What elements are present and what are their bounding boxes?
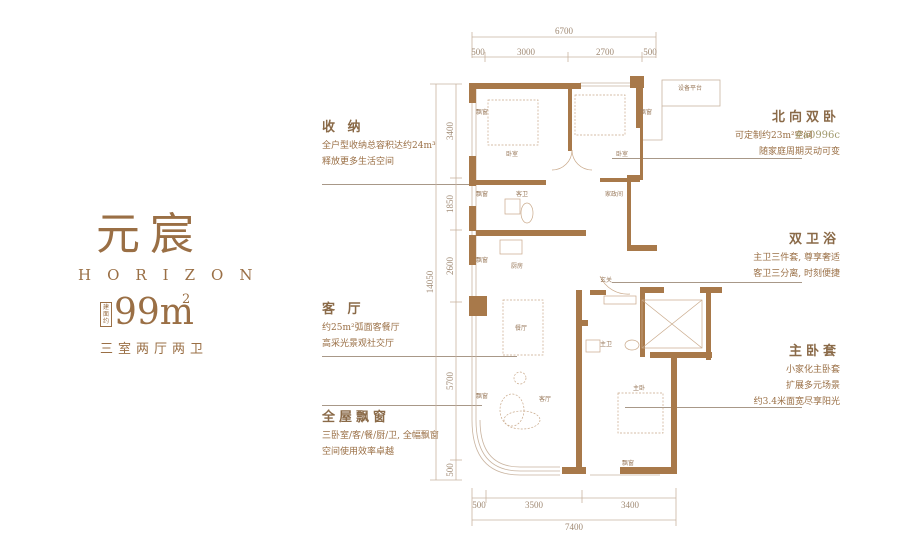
feature-storage-title: 收 纳 [322,120,365,135]
feature-master-line3: 约3.4米面宽尽享阳光 [753,397,840,407]
dim-top-total: 6700 [555,26,574,36]
room-labels: 卧室 卧室 飘窗 飘窗 飘窗 飘窗 飘窗 飘窗 客卫 家政间 厨房 餐厅 客厅 … [476,84,702,467]
dim-bottom-3: 3400 [621,500,640,510]
feature-north-bedrooms: 北向双卧 可定制约23m²空间#a0996c 随家庭周期灵动可变 [700,110,840,160]
leader-line-master [625,407,802,408]
dimension-lines [430,32,677,526]
room-living: 客厅 [539,395,551,403]
feature-master: 主卧套 小家化主卧套 扩展多元场景 约3.4米面宽尽享阳光 [700,344,840,410]
feature-master-line1: 小家化主卧套 [785,365,840,375]
feature-storage-line2: 释放更多生活空间 [322,157,395,167]
room-bay-6: 飘窗 [622,459,634,467]
room-utility: 家政间 [605,190,623,198]
room-master-bath: 主卫 [600,340,612,348]
room-bay-5: 飘窗 [476,392,488,400]
room-kitchen: 厨房 [511,262,523,270]
feature-windows-title: 全屋飘窗 [322,410,391,425]
area-value: 99m [114,292,194,333]
feature-living-title: 客 厅 [322,302,365,317]
feature-master-line2: 扩展多元场景 [785,381,840,391]
dimension-labels: 6700 500 3000 2700 500 500 3500 3400 740… [425,26,657,532]
room-guest-bath: 客卫 [516,190,528,198]
layout-type: 三室两厅两卫 [100,342,209,357]
window-lines [471,79,721,476]
feature-storage-line1: 全户型收纳总容积达约24m³ [322,141,436,151]
furniture [487,94,664,434]
room-bay-4: 飘窗 [476,256,488,264]
feature-bathrooms-line1: 主卫三件套, 尊享奢适 [753,253,840,263]
dim-bottom-2: 3500 [525,500,544,510]
feature-windows: 全屋飘窗 三卧室/客/餐/厨/卫, 全幅飘窗 空间使用效率卓越 [322,410,462,460]
feature-north-line1: 可定制约23m²空间#a0996c [735,130,840,141]
dim-top-1: 500 [471,47,485,57]
feature-windows-line2: 空间使用效率卓越 [322,447,395,457]
dim-top-2: 3000 [517,47,536,57]
feature-windows-line1: 三卧室/客/餐/厨/卫, 全幅飘窗 [322,431,439,441]
feature-storage: 收 纳 全户型收纳总容积达约24m³ 释放更多生活空间 [322,120,442,170]
leader-line-bathrooms [612,282,802,283]
room-bay-3: 飘窗 [476,190,488,198]
dim-left-5: 500 [445,463,455,477]
dim-left-3: 2600 [445,257,455,276]
feature-living-line1: 约25m²弧面客餐厅 [322,323,400,333]
feature-bathrooms-title: 双卫浴 [788,232,840,247]
room-entry: 玄关 [600,276,612,284]
area-unit-superscript: 2 [182,292,191,307]
room-bay-1: 飘窗 [476,108,488,116]
dim-top-3: 2700 [596,47,615,57]
area-badge: 建面约 [100,302,112,327]
feature-north-title: 北向双卧 [771,110,840,125]
leader-line-living [322,356,517,357]
room-equipment: 设备平台 [678,84,702,92]
room-bay-2: 飘窗 [640,108,652,116]
dim-bottom-1: 500 [472,500,486,510]
leader-line-north [612,158,802,159]
leader-line-windows [322,405,482,406]
dim-left-total: 14050 [425,270,435,293]
leader-line-storage [322,184,517,185]
feature-north-line2: 随家庭周期灵动可变 [758,147,840,157]
walls [469,76,722,474]
room-master-bed: 主卧 [633,384,645,392]
fixtures [499,149,703,353]
dim-bottom-total: 7400 [565,522,584,532]
dim-top-4: 500 [643,47,657,57]
feature-living-line2: 高采光景观社交厅 [322,339,395,349]
room-dining: 餐厅 [515,324,527,332]
project-title-en: HORIZON [78,266,269,284]
room-bedroom-2: 卧室 [616,150,628,158]
project-title-cn: 元宸 [96,209,204,260]
feature-living: 客 厅 约25m²弧面客餐厅 高采光景观社交厅 [322,302,442,352]
feature-bathrooms-line2: 客卫三分离, 时刻便捷 [753,269,840,279]
dim-left-2: 1850 [445,195,455,214]
color-overlay-text: #a0996c [794,130,840,141]
dim-left-4: 5700 [445,372,455,391]
feature-bathrooms: 双卫浴 主卫三件套, 尊享奢适 客卫三分离, 时刻便捷 [700,232,840,282]
room-bedroom-1: 卧室 [506,150,518,158]
feature-master-title: 主卧套 [788,344,840,359]
dim-left-1: 3400 [445,122,455,141]
